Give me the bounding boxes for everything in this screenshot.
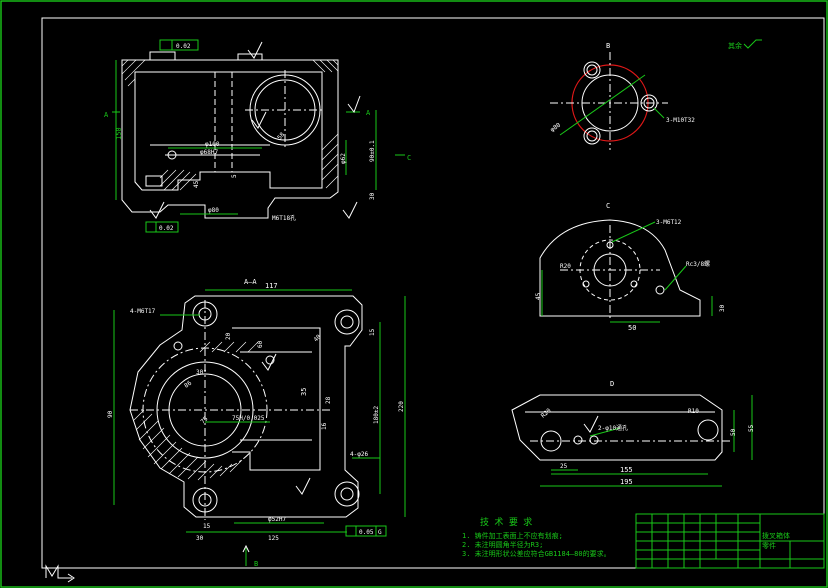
roughness-note: 其余: [728, 41, 742, 50]
flatness-bottom: 0.02: [159, 225, 174, 232]
view-b-dim-80: φ80: [549, 121, 562, 133]
view-d-dim-195: 195: [620, 478, 633, 486]
view-c-thread: 3-M6T12: [656, 219, 682, 226]
dim-125: 125: [268, 535, 279, 542]
dim-60: 60: [257, 340, 264, 348]
arrow-a-right: A: [366, 109, 371, 117]
dim-117: 117: [265, 282, 278, 290]
dim-30: 30: [369, 192, 376, 200]
dim-bore-68h7: φ68H7: [200, 149, 218, 156]
dim-150: 150: [115, 127, 123, 140]
view-d-r10: R10: [688, 408, 699, 415]
tech-req-item-1: 1. 铸件加工表面上不应有划痕;: [462, 531, 563, 540]
dim-45: 45: [193, 180, 200, 188]
dim-75: 75: [199, 415, 209, 425]
height-220: 220: [398, 401, 405, 412]
dim-bore-100: φ100: [205, 141, 220, 148]
dim-86: 86: [183, 380, 193, 390]
tech-req-item-3: 3. 未注明形状公差应符合GB1184—80的要求。: [462, 549, 611, 558]
top-view: A A C 0.02 0.02 150 φ100 φ68H7 45 φ80 58…: [104, 39, 411, 233]
view-d: D R20 R10 2-φ10通孔 25 155 195 50 55: [511, 380, 755, 487]
dim-30b: 30: [196, 535, 204, 542]
dim-62: φ62: [340, 153, 347, 164]
height-90: 90: [107, 410, 114, 418]
section-a-a-view: A—A: [107, 278, 406, 568]
dim-90: 90±0.1: [369, 140, 376, 162]
view-d-label: D: [610, 380, 614, 388]
view-d-dim-55: 55: [748, 424, 755, 432]
tech-req-title: 技 术 要 求: [480, 516, 532, 528]
dim-15b: 15: [203, 523, 211, 530]
center-180: 180±2: [373, 406, 380, 424]
view-c-dim-50: 50: [628, 324, 636, 332]
dim-52h7: φ52H7: [268, 516, 286, 523]
arrow-a-left: A: [104, 111, 109, 119]
flatness-top: 0.02: [176, 43, 191, 50]
title-part-name: 拨叉箱体: [762, 531, 790, 540]
dim-28: 28: [325, 396, 332, 404]
view-b-thread: 3-M10T32: [666, 117, 695, 124]
holes-26: 4-φ26: [350, 451, 368, 458]
dim-16: 16: [321, 422, 328, 430]
angle-30: 30°: [196, 369, 207, 376]
view-b-label: B: [606, 42, 610, 50]
dim-40: 40: [312, 333, 322, 343]
dim-bore-80: φ80: [208, 207, 219, 214]
dim-5: 5: [231, 174, 238, 178]
section-hatch: [133, 341, 259, 481]
view-d-dim-50: 50: [730, 428, 737, 436]
dim-58: 58: [276, 131, 286, 141]
arrow-b: B: [254, 560, 258, 568]
datum-g: G: [378, 529, 382, 536]
title-note: 零件: [762, 541, 776, 550]
view-c-pipe: Rc3/8螺: [686, 260, 710, 268]
title-block: 拨叉箱体 零件: [635, 513, 825, 569]
view-c-label: C: [606, 202, 610, 210]
fit-75: 75H/0.025: [232, 415, 265, 422]
tol-005: 0.05: [359, 529, 374, 536]
view-d-hole: 2-φ10通孔: [598, 424, 628, 432]
holes-m6: 4-M6T17: [130, 308, 156, 315]
tech-req-item-2: 2. 未注明圆角半径为R3;: [462, 540, 543, 549]
section-label: A—A: [244, 278, 257, 286]
thread-m6: M6T18孔: [272, 214, 296, 222]
view-d-r20: R20: [540, 407, 553, 420]
tech-requirements: 技 术 要 求 1. 铸件加工表面上不应有划痕; 2. 未注明圆角半径为R3; …: [462, 516, 611, 558]
view-c-dim-30: 30: [719, 304, 726, 312]
view-b: B φ80 3-M10T32 其余: [549, 39, 762, 150]
dim-35: 35: [300, 388, 308, 396]
dim-15a: 15: [369, 328, 376, 336]
ucs-icon: [45, 564, 75, 583]
dim-20: 20: [225, 332, 232, 340]
view-d-dim-155: 155: [620, 466, 633, 474]
view-c: C 3-M6T12 Rc3/8螺 R20 45 50 30: [535, 202, 726, 332]
arrow-c: C: [407, 154, 411, 162]
view-c-r20: R20: [560, 263, 571, 270]
view-d-dim-25: 25: [560, 463, 568, 470]
top-view-hatch-left: [121, 59, 339, 191]
view-c-dim-45: 45: [535, 292, 542, 300]
